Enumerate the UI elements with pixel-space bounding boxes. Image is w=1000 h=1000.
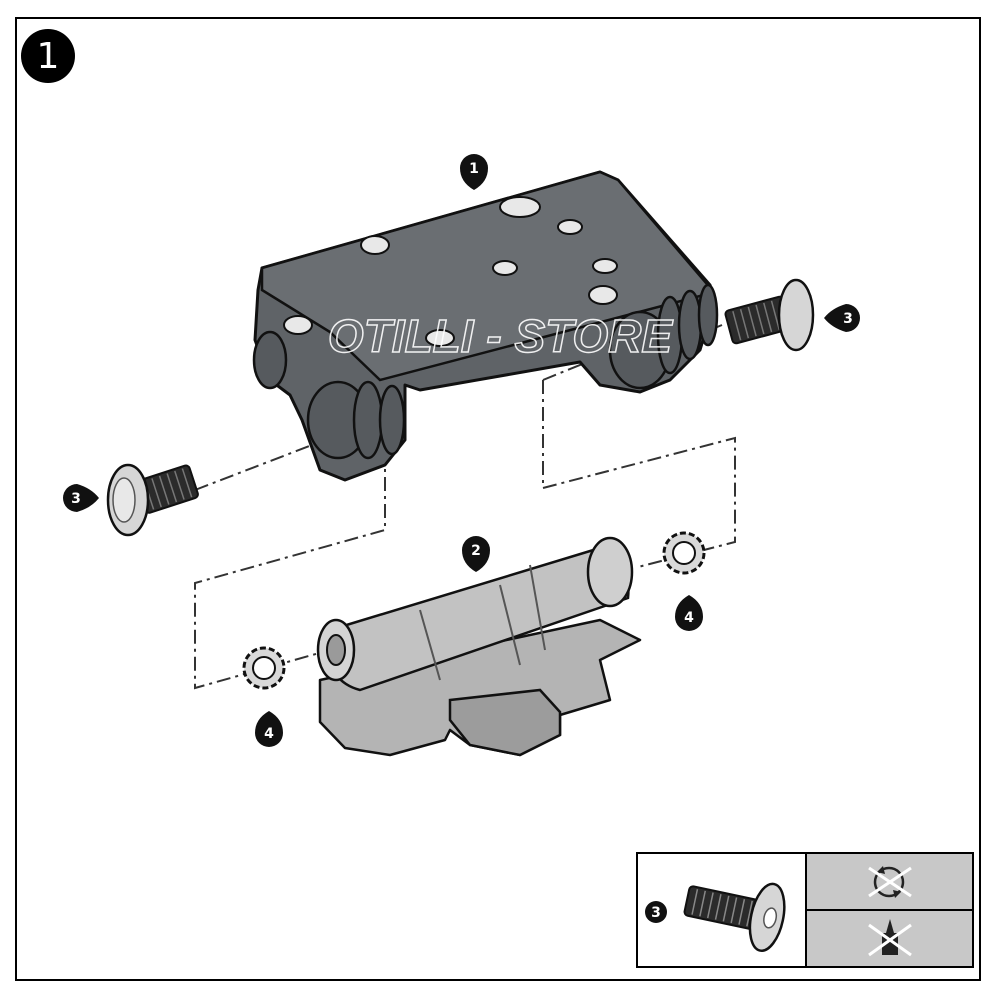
legend-box: 3 [636,852,974,968]
legend-cell-no-rotate [807,854,972,911]
legend-cell-no-threadlocker [807,911,972,966]
screw-left [106,463,199,537]
no-threadlocker-icon [868,919,912,957]
svg-text:1: 1 [469,161,479,177]
svg-text:4: 4 [684,610,694,626]
mounting-bracket [252,170,719,482]
no-rotate-icon [868,866,912,898]
svg-text:2: 2 [471,543,481,559]
washer-left [242,646,286,690]
callout-screw-left: 3 [63,484,99,512]
watermark-text: OTILLI - STORE [328,310,673,362]
callout-bracket: 1 [460,154,488,190]
legend-screw: 3 [645,882,786,952]
callout-hinge: 2 [462,536,490,572]
svg-text:3: 3 [843,311,853,327]
callout-washer-right: 4 [675,595,703,631]
screw-right [724,278,815,352]
legend-callout-number: 3 [651,905,661,921]
legend-divider [805,854,807,966]
callout-washer-left: 4 [255,711,283,747]
legend-callout-badge [645,901,667,923]
svg-text:4: 4 [264,726,274,742]
hinge-assembly [316,536,642,757]
step-number-badge: 1 [21,29,75,83]
svg-text:3: 3 [71,491,81,507]
washer-right [662,531,706,575]
callout-screw-right: 3 [824,304,860,332]
